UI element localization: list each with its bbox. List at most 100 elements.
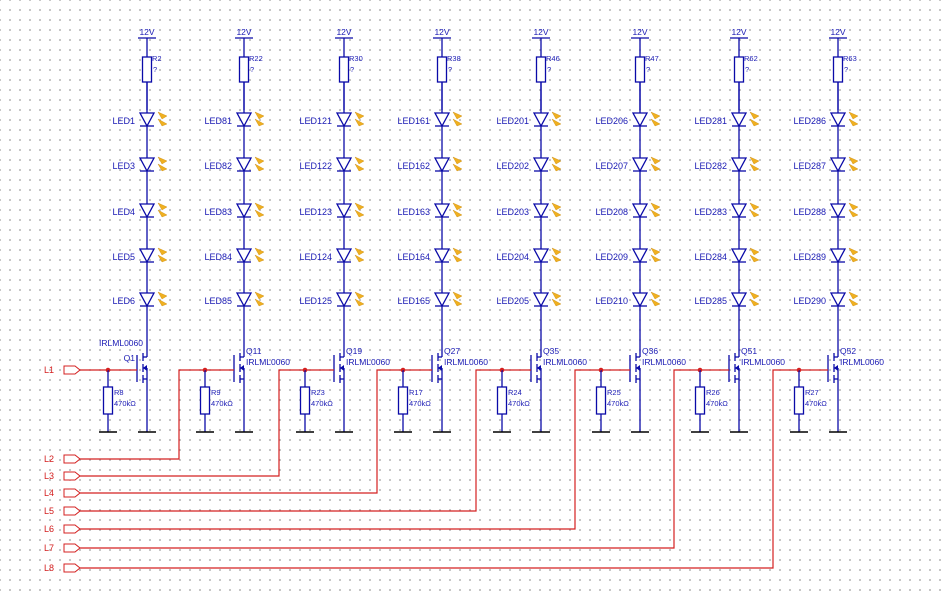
pulldown-value: 470kΩ xyxy=(114,399,136,408)
light-arrow-icon xyxy=(848,254,859,263)
pulldown-designator: R26 xyxy=(706,388,720,397)
led-triangle xyxy=(532,248,550,264)
channel-6 xyxy=(592,37,661,433)
body-arrow-icon xyxy=(240,365,244,371)
light-arrow-icon xyxy=(650,202,661,211)
led-triangle xyxy=(829,157,847,173)
led xyxy=(335,202,365,219)
part-number: IRLML0060 xyxy=(346,357,390,367)
part-number: IRLML0060 xyxy=(642,357,686,367)
supply-label: 12V xyxy=(830,27,845,37)
channel-2 xyxy=(196,37,265,433)
led-label: LED208 xyxy=(595,207,628,217)
series-resistor xyxy=(141,56,153,83)
led xyxy=(433,291,463,308)
resistor-designator: R38 xyxy=(447,54,461,63)
led-label: LED285 xyxy=(694,296,727,306)
body-arrow-icon xyxy=(143,365,147,371)
led-triangle xyxy=(730,292,748,308)
light-arrow-icon xyxy=(848,298,859,307)
series-resistor xyxy=(832,56,844,83)
light-arrow-icon xyxy=(254,298,265,307)
light-arrow-icon xyxy=(354,156,365,165)
light-arrow-icon xyxy=(749,118,760,127)
led-triangle xyxy=(829,248,847,264)
light-arrow-icon xyxy=(551,163,562,172)
led-triangle xyxy=(138,157,156,173)
led xyxy=(829,247,859,264)
led xyxy=(138,291,168,308)
port-L7 xyxy=(63,543,81,553)
mosfet xyxy=(431,345,451,433)
led xyxy=(532,202,562,219)
light-arrow-icon xyxy=(157,111,168,120)
supply-label: 12V xyxy=(336,27,351,37)
led xyxy=(829,202,859,219)
signal-wire-L6 xyxy=(80,369,601,530)
light-arrow-icon xyxy=(157,163,168,172)
led-triangle xyxy=(138,112,156,128)
led xyxy=(730,202,760,219)
led xyxy=(631,247,661,264)
led-label: LED287 xyxy=(793,161,826,171)
led-label: LED204 xyxy=(496,252,529,262)
series-resistor xyxy=(634,56,646,83)
signal-label: L6 xyxy=(44,524,54,534)
channel-5 xyxy=(493,37,562,433)
light-arrow-icon xyxy=(551,298,562,307)
light-arrow-icon xyxy=(749,209,760,218)
resistor-designator: R46 xyxy=(546,54,560,63)
signal-wire-L7 xyxy=(80,369,700,549)
series-resistor xyxy=(436,56,448,83)
light-arrow-icon xyxy=(749,202,760,211)
pulldown-value: 470kΩ xyxy=(211,399,233,408)
light-arrow-icon xyxy=(452,118,463,127)
light-arrow-icon xyxy=(254,156,265,165)
transistor-designator: Q51 xyxy=(741,346,757,356)
pulldown-designator: R9 xyxy=(211,388,221,397)
led-label: LED164 xyxy=(397,252,430,262)
resistor-value: ? xyxy=(350,65,354,74)
light-arrow-icon xyxy=(848,247,859,256)
port-L2 xyxy=(63,454,81,464)
signal-label: L7 xyxy=(44,543,54,553)
pulldown-value: 470kΩ xyxy=(508,399,530,408)
led xyxy=(631,111,661,128)
light-arrow-icon xyxy=(848,291,859,300)
led xyxy=(730,111,760,128)
port-L5 xyxy=(63,506,81,516)
light-arrow-icon xyxy=(551,156,562,165)
light-arrow-icon xyxy=(749,254,760,263)
resistor-value: ? xyxy=(153,65,157,74)
pulldown-designator: R8 xyxy=(114,388,124,397)
light-arrow-icon xyxy=(254,163,265,172)
led-label: LED82 xyxy=(204,161,232,171)
led-label: LED290 xyxy=(793,296,826,306)
supply-label: 12V xyxy=(139,27,154,37)
led-triangle xyxy=(433,203,451,219)
led-label: LED203 xyxy=(496,207,529,217)
led xyxy=(631,291,661,308)
light-arrow-icon xyxy=(551,202,562,211)
signal-wire-L4 xyxy=(80,369,403,494)
led-triangle xyxy=(730,112,748,128)
led xyxy=(829,156,859,173)
led xyxy=(235,156,265,173)
light-arrow-icon xyxy=(254,254,265,263)
port-connector xyxy=(63,543,81,553)
pulldown-resistor xyxy=(299,386,311,415)
part-number: IRLML0060 xyxy=(840,357,884,367)
light-arrow-icon xyxy=(157,209,168,218)
light-arrow-icon xyxy=(650,298,661,307)
light-arrow-icon xyxy=(650,111,661,120)
light-arrow-icon xyxy=(551,118,562,127)
light-arrow-icon xyxy=(452,163,463,172)
mosfet xyxy=(530,345,550,433)
led-label: LED286 xyxy=(793,116,826,126)
light-arrow-icon xyxy=(354,111,365,120)
light-arrow-icon xyxy=(551,254,562,263)
mosfet xyxy=(629,345,649,433)
led-triangle xyxy=(532,292,550,308)
